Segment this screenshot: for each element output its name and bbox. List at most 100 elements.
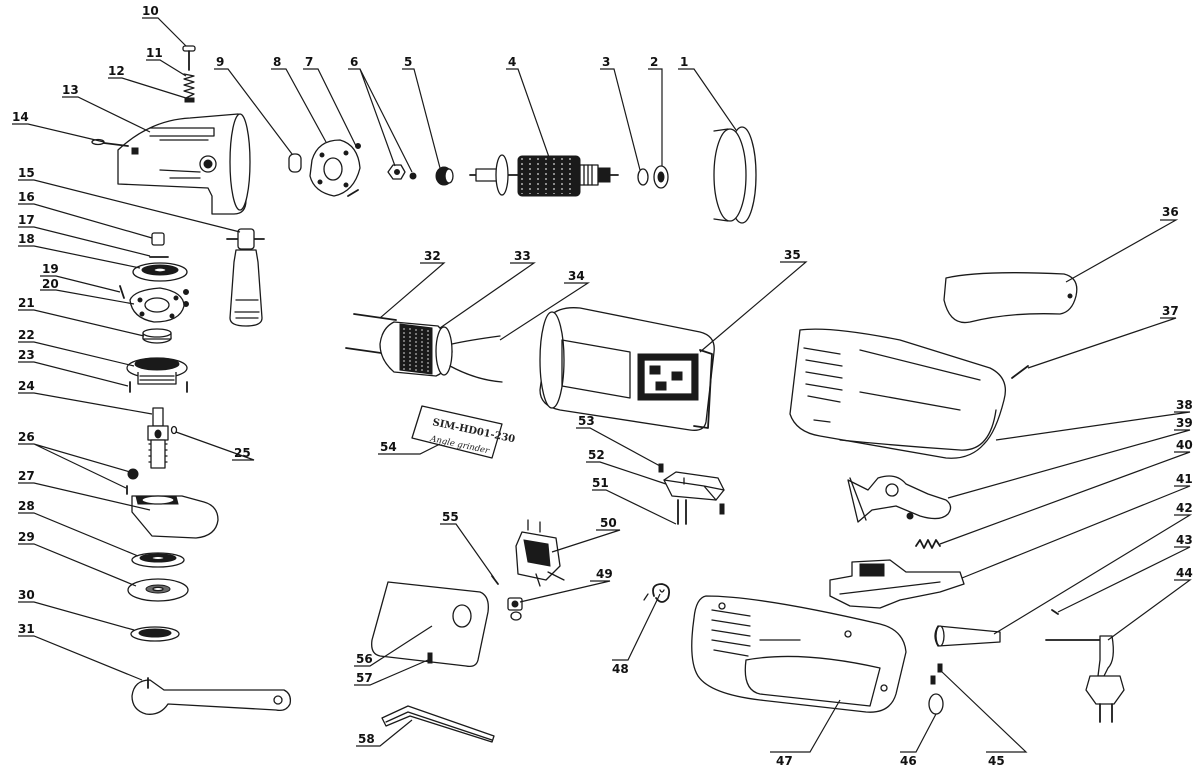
callout-58: 58 [358, 732, 375, 746]
part-18-gear [132, 262, 188, 282]
part-37-pin [1011, 365, 1029, 379]
callout-9: 9 [216, 55, 224, 69]
part-8-bearing-plate [309, 139, 361, 197]
callout-34: 34 [568, 269, 585, 283]
callout-32: 32 [424, 249, 441, 263]
callout-24: 24 [18, 379, 35, 393]
callout-49: 49 [596, 567, 613, 581]
callout-52: 52 [588, 448, 605, 462]
callout-37: 37 [1162, 304, 1179, 318]
callout-19: 19 [42, 262, 59, 276]
callout-47: 47 [776, 754, 793, 768]
part-36-handle-cover [943, 272, 1078, 324]
part-10-screw [182, 45, 196, 71]
part-9-sleeve [288, 153, 302, 173]
callout-4: 4 [508, 55, 516, 69]
part-43-clamp [1051, 609, 1059, 615]
callout-26: 26 [18, 430, 35, 444]
part-4-armature [469, 154, 619, 197]
callout-28: 28 [18, 499, 35, 513]
callout-31: 31 [18, 622, 35, 636]
part-48-spring [643, 583, 671, 603]
callout-18: 18 [18, 232, 35, 246]
callout-48: 48 [612, 662, 629, 676]
callout-53: 53 [578, 414, 595, 428]
part-35-motor-housing [539, 307, 715, 431]
part-53-screw [658, 463, 664, 473]
callout-27: 27 [18, 469, 35, 483]
part-6-nut-washer [387, 164, 417, 180]
callout-5: 5 [404, 55, 412, 69]
part-15-side-handle [226, 228, 265, 327]
part-51-carbon-brush [677, 499, 725, 525]
callout-6: 6 [350, 55, 358, 69]
callout-44: 44 [1176, 566, 1193, 580]
part-5-bearing [435, 166, 454, 186]
callout-54: 54 [380, 440, 397, 454]
part-26-nut [126, 468, 139, 495]
part-25-key [170, 425, 178, 435]
callout-11: 11 [146, 46, 163, 60]
part-41-lever [829, 559, 965, 609]
part-1-end-disc [713, 126, 757, 224]
callout-13: 13 [62, 83, 79, 97]
part-2-bearing [653, 165, 669, 189]
callout-42: 42 [1176, 501, 1193, 515]
callout-43: 43 [1176, 533, 1193, 547]
leader-lines [12, 17, 1193, 753]
callout-3: 3 [602, 55, 610, 69]
callout-33: 33 [514, 249, 531, 263]
part-56-switch-cover [371, 581, 489, 668]
callout-7: 7 [305, 55, 313, 69]
callout-29: 29 [18, 530, 35, 544]
part-31-spanner [131, 677, 292, 715]
part-11-spring [183, 73, 195, 99]
part-40-spring [915, 539, 941, 549]
callout-16: 16 [18, 190, 35, 204]
callout-41: 41 [1176, 472, 1193, 486]
part-39-trigger [847, 475, 952, 523]
part-29-grinding-wheel [127, 578, 189, 602]
part-50-switch [515, 519, 565, 587]
callout-30: 30 [18, 588, 35, 602]
callout-36: 36 [1162, 205, 1179, 219]
callout-2: 2 [650, 55, 658, 69]
part-30-outer-flange [130, 626, 180, 642]
part-20-bearing-cover [129, 287, 185, 323]
callout-12: 12 [108, 64, 125, 78]
callout-46: 46 [900, 754, 917, 768]
part-33-stator [379, 321, 453, 377]
part-57-screw [427, 652, 433, 664]
callout-45: 45 [988, 754, 1005, 768]
callout-38: 38 [1176, 398, 1193, 412]
part-24-spindle [147, 407, 169, 469]
callout-21: 21 [18, 296, 35, 310]
callout-10: 10 [142, 4, 159, 18]
part-28-inner-flange [131, 552, 185, 568]
part-45-screw [937, 663, 943, 673]
part-22-bearing-seat [126, 357, 188, 385]
part-44-power-cord [1045, 635, 1125, 723]
part-52-brush-holder [663, 471, 725, 501]
callout-50: 50 [600, 516, 617, 530]
part-34-wires [449, 335, 503, 383]
callout-56: 56 [356, 652, 373, 666]
callout-8: 8 [273, 55, 281, 69]
callout-57: 57 [356, 671, 373, 685]
part-3-sleeve [637, 168, 649, 186]
part-38-rear-housing [789, 328, 1007, 459]
callout-20: 20 [42, 277, 59, 291]
callout-55: 55 [442, 510, 459, 524]
callout-14: 14 [12, 110, 29, 124]
part-23-screws [129, 381, 188, 393]
part-12-ring [184, 97, 195, 103]
callout-25: 25 [234, 446, 251, 460]
part-47-handle-half [691, 595, 907, 713]
callout-17: 17 [18, 213, 35, 227]
part-46-cord-clamp [928, 675, 944, 715]
callout-40: 40 [1176, 438, 1193, 452]
callout-35: 35 [784, 248, 801, 262]
part-42-cable-sleeve [934, 625, 1001, 647]
callout-51: 51 [592, 476, 609, 490]
